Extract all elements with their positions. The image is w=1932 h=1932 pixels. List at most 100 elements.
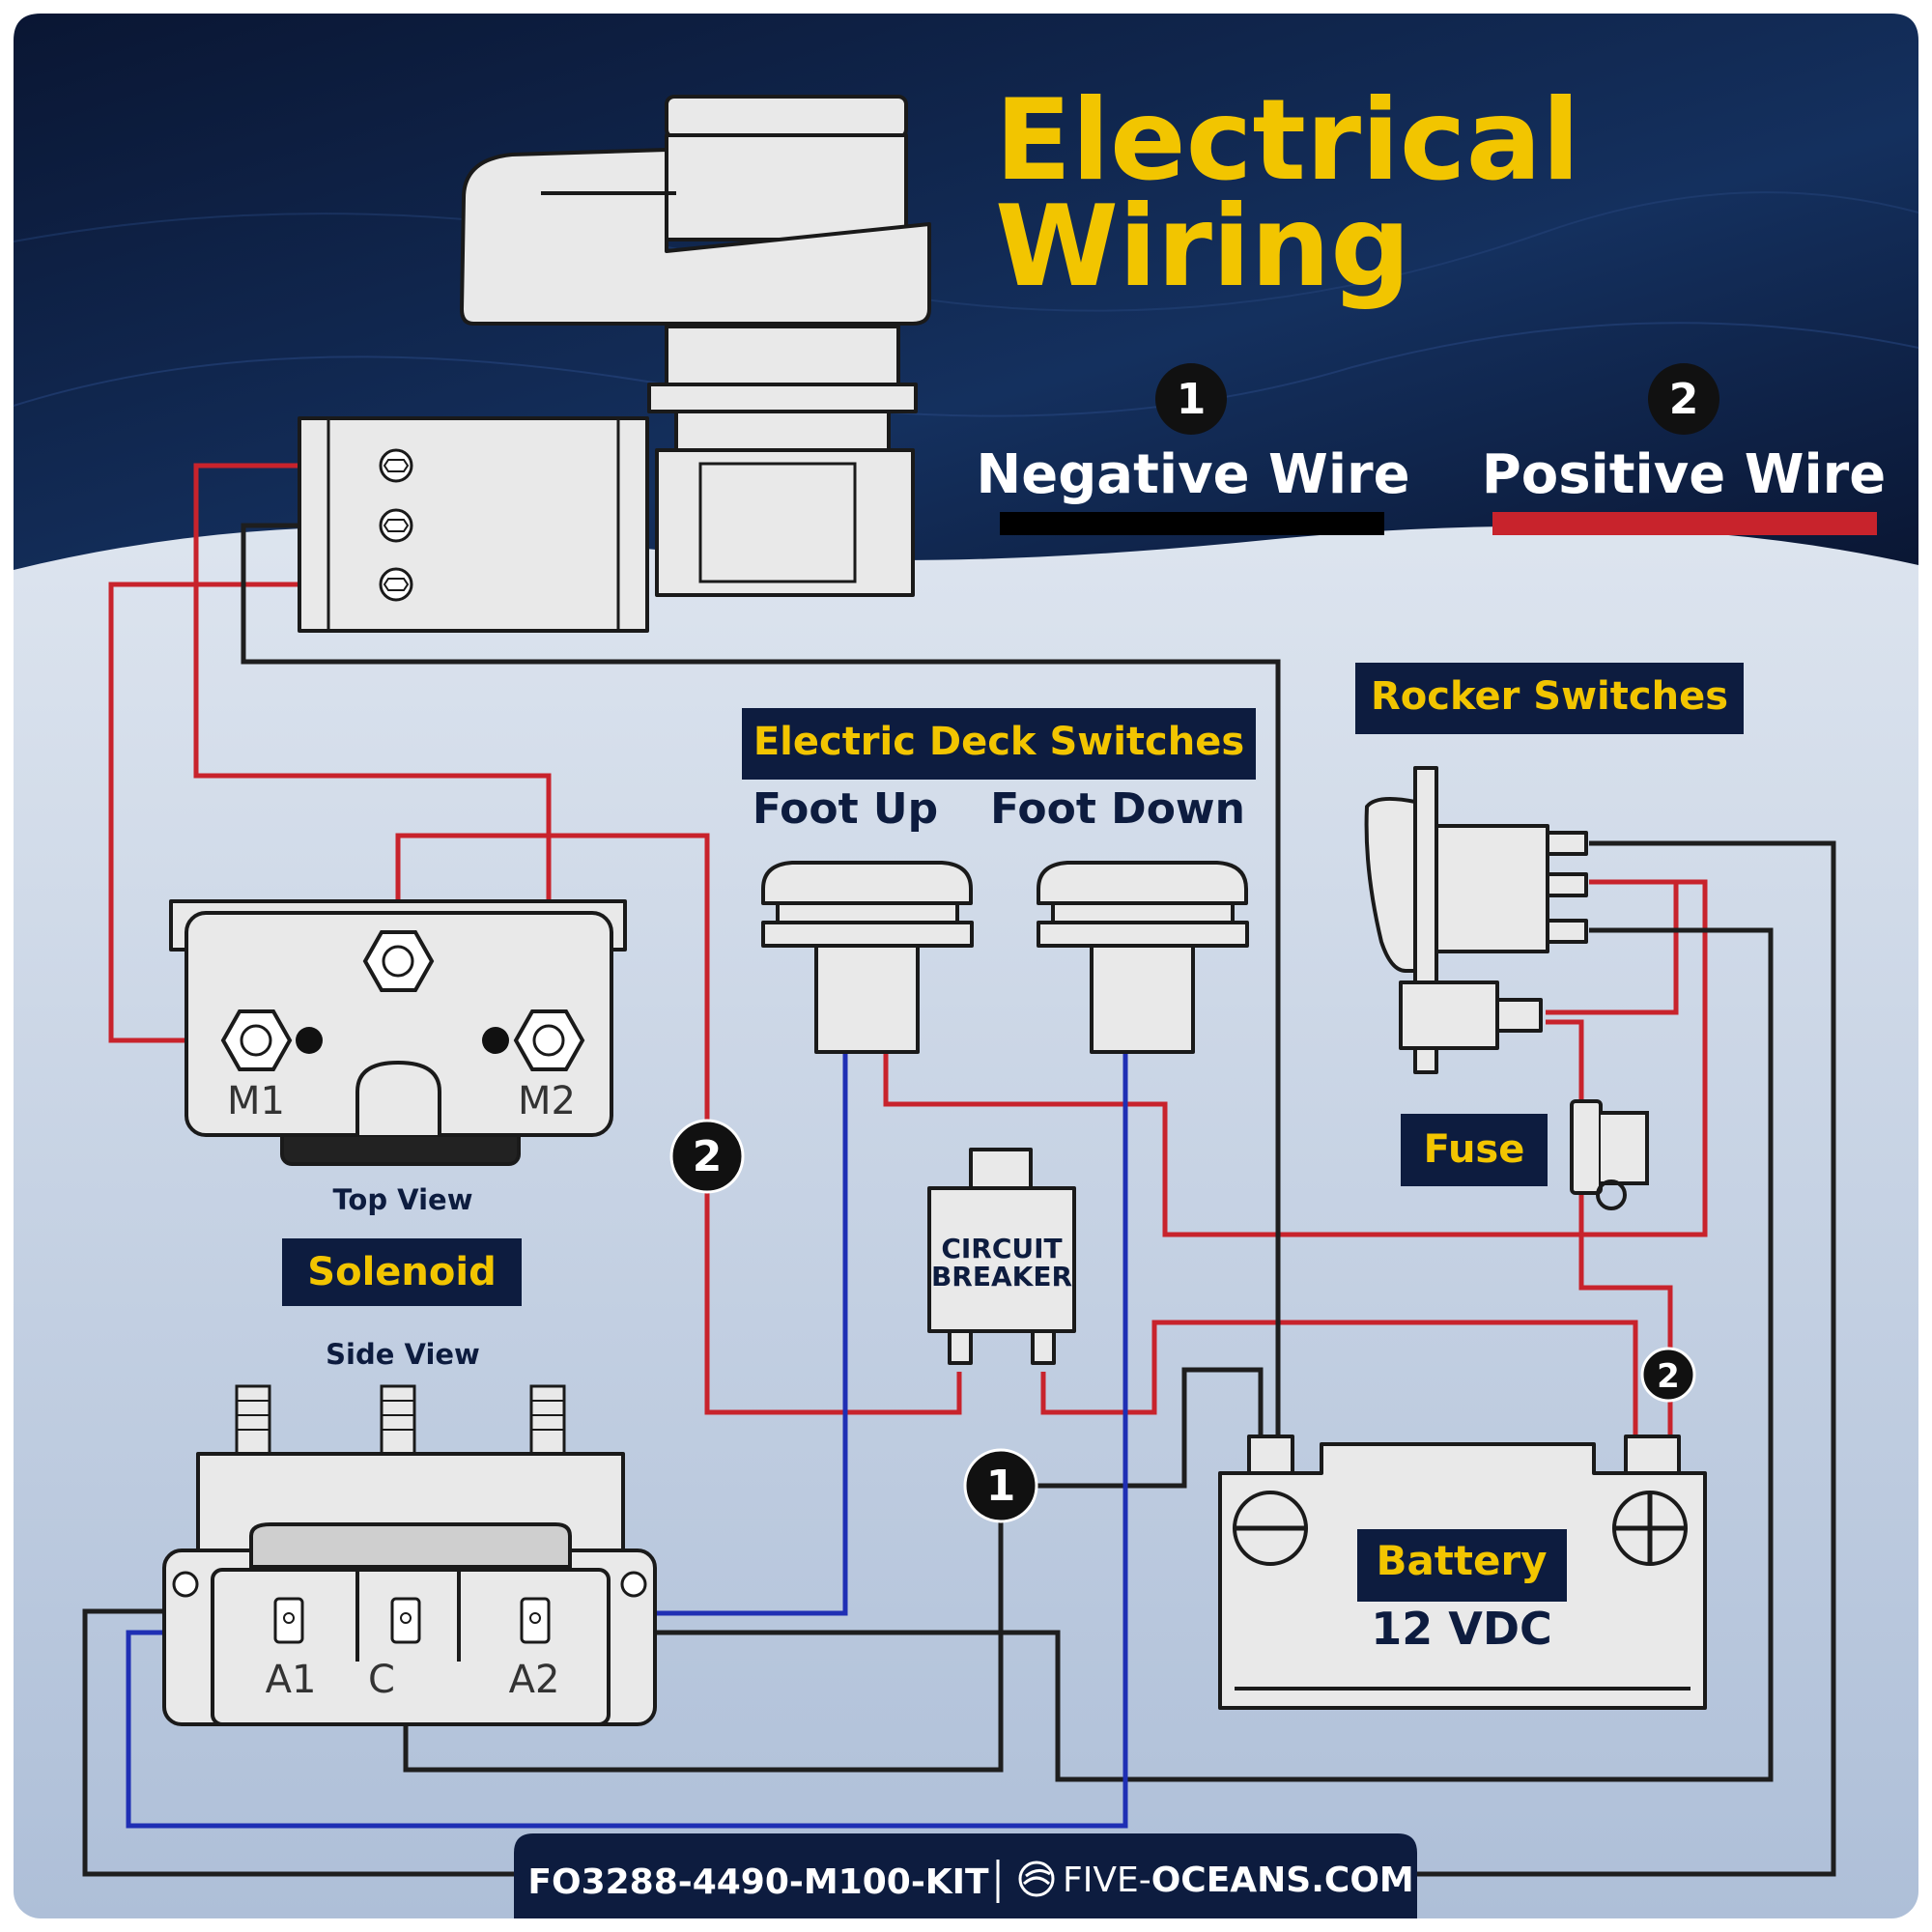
terminal-a2-label: A2 <box>509 1658 560 1702</box>
wire-deck-switches-to-rocker <box>883 879 1708 1237</box>
windlass-shaft <box>674 410 891 452</box>
anchor-windlass <box>298 95 931 633</box>
foot-down-cap <box>1037 861 1248 905</box>
wire-motor-to-m2 <box>193 463 552 1040</box>
badge-positive-battery: 2 <box>1640 1347 1696 1403</box>
foot-up-rim <box>761 921 974 948</box>
fuse-label: Fuse <box>1424 1127 1525 1172</box>
solenoid-side-cap <box>249 1522 572 1569</box>
legend-positive-number: 2 <box>1669 375 1699 424</box>
battery-positive-post <box>1624 1435 1681 1477</box>
fuse-holder-terminal <box>1495 998 1543 1033</box>
top-view-label: Top View <box>332 1183 472 1216</box>
terminal-m2-label: M2 <box>518 1079 576 1123</box>
footer-site-main: OCEANS.COM <box>1151 1861 1414 1900</box>
deck-switches-label: Electric Deck Switches <box>753 720 1244 764</box>
foot-up-cap <box>761 861 973 905</box>
wave-line-1 <box>13 322 1919 417</box>
solenoid-side-view: A1 C A2 <box>162 1384 657 1726</box>
legend-positive-badge <box>1648 363 1719 435</box>
solenoid-side-body <box>211 1568 611 1726</box>
motor-terminal-3 <box>379 567 413 602</box>
terminal-m1-label: M1 <box>227 1079 285 1123</box>
solenoid-m1-post <box>220 1009 293 1071</box>
badge-negative-junction: 1 <box>963 1448 1038 1523</box>
windlass-gypsy <box>665 133 908 242</box>
breaker-body <box>927 1186 1076 1333</box>
wire-rocker-to-a2 <box>543 927 1774 1782</box>
terminal-c-hole <box>400 1612 412 1624</box>
badge-negative-junction-number: 1 <box>986 1462 1016 1511</box>
badge-positive-battery-number: 2 <box>1657 1357 1680 1396</box>
windlass-cap <box>665 95 908 139</box>
foot-up-label: Foot Up <box>753 784 938 834</box>
footer: FO3288-4490-M100-KIT FIVE-OCEANS.COM <box>514 1833 1417 1918</box>
side-view-label: Side View <box>326 1338 480 1371</box>
battery-label-box <box>1357 1529 1567 1602</box>
solenoid-label: Solenoid <box>307 1250 496 1294</box>
terminal-a1-label: A1 <box>266 1658 317 1702</box>
five-oceans-logo-icon <box>1018 1861 1055 1897</box>
wave-line-2 <box>13 191 1919 312</box>
rocker-switches-label: Rocker Switches <box>1371 674 1728 719</box>
rocker-body <box>1435 824 1549 953</box>
title-line-1: Electrical <box>995 75 1580 206</box>
rocker-switch <box>1364 766 1588 1074</box>
fuse-label-box <box>1401 1114 1548 1186</box>
wire-breaker-to-battery-positive <box>1040 1320 1638 1439</box>
wire-fuse-to-battery <box>1546 1019 1673 1439</box>
deck-switches-label-box <box>742 708 1256 780</box>
mount-hole-left <box>172 1571 199 1598</box>
rocker-terminal-3 <box>1546 919 1588 944</box>
legend-negative-number: 1 <box>1177 375 1207 424</box>
foot-down-body <box>1090 944 1195 1054</box>
badge-positive-solenoid: 2 <box>669 1119 745 1194</box>
legend-positive: 2 Positive Wire <box>1482 363 1886 535</box>
fuse-icon <box>1570 1099 1649 1210</box>
windlass-motor <box>298 416 649 633</box>
motor-terminal-1 <box>379 448 413 483</box>
footer-site: FIVE-OCEANS.COM <box>1063 1861 1414 1900</box>
terminal-a2-hole <box>529 1612 541 1624</box>
solenoid-label-box <box>282 1238 522 1306</box>
windlass-flange <box>647 383 918 413</box>
solenoid-m2-dot <box>482 1027 509 1054</box>
battery: Battery 12 VDC <box>1218 1435 1707 1710</box>
breaker-label-line-2: BREAKER <box>931 1261 1072 1293</box>
battery-label: Battery <box>1376 1537 1547 1584</box>
windlass-deck-base <box>665 325 900 388</box>
breaker-button <box>969 1148 1033 1192</box>
foot-up-switch <box>761 861 974 1054</box>
solenoid-center-post <box>362 930 435 992</box>
footer-site-prefix: FIVE- <box>1063 1861 1151 1900</box>
solenoid-top-view: M1 M2 <box>169 899 627 1166</box>
battery-negative-post <box>1247 1435 1294 1477</box>
rocker-toggle <box>1364 796 1417 973</box>
terminal-a1-hole <box>283 1612 295 1624</box>
fuse-holder-body <box>1399 980 1499 1050</box>
rocker-terminal-1 <box>1546 831 1588 856</box>
legend-negative-badge <box>1155 363 1227 435</box>
battery-voltage: 12 VDC <box>1371 1603 1552 1655</box>
breaker-terminal-left <box>948 1329 973 1365</box>
solenoid-m1-dot <box>296 1027 323 1054</box>
footer-part-number: FO3288-4490-M100-KIT <box>527 1862 989 1902</box>
legend-positive-swatch <box>1492 512 1877 535</box>
foot-up-body <box>814 944 920 1054</box>
foot-down-rim <box>1037 921 1249 948</box>
rocker-switches-label-box <box>1355 663 1744 734</box>
circuit-breaker: CIRCUIT BREAKER <box>927 1148 1076 1365</box>
breaker-label-line-1: CIRCUIT <box>941 1233 1062 1264</box>
motor-terminal-2 <box>379 508 413 543</box>
wire-motor-negative-to-battery <box>241 523 1281 1441</box>
title-line-2: Wiring <box>995 182 1410 312</box>
side-stud-left <box>235 1384 271 1456</box>
badge-positive-solenoid-number: 2 <box>693 1132 723 1181</box>
solenoid-top-arch <box>355 1060 441 1135</box>
legend-negative-label: Negative Wire <box>976 443 1409 506</box>
foot-down-label: Foot Down <box>990 784 1245 834</box>
breaker-terminal-right <box>1031 1329 1056 1365</box>
side-stud-center <box>380 1384 416 1456</box>
